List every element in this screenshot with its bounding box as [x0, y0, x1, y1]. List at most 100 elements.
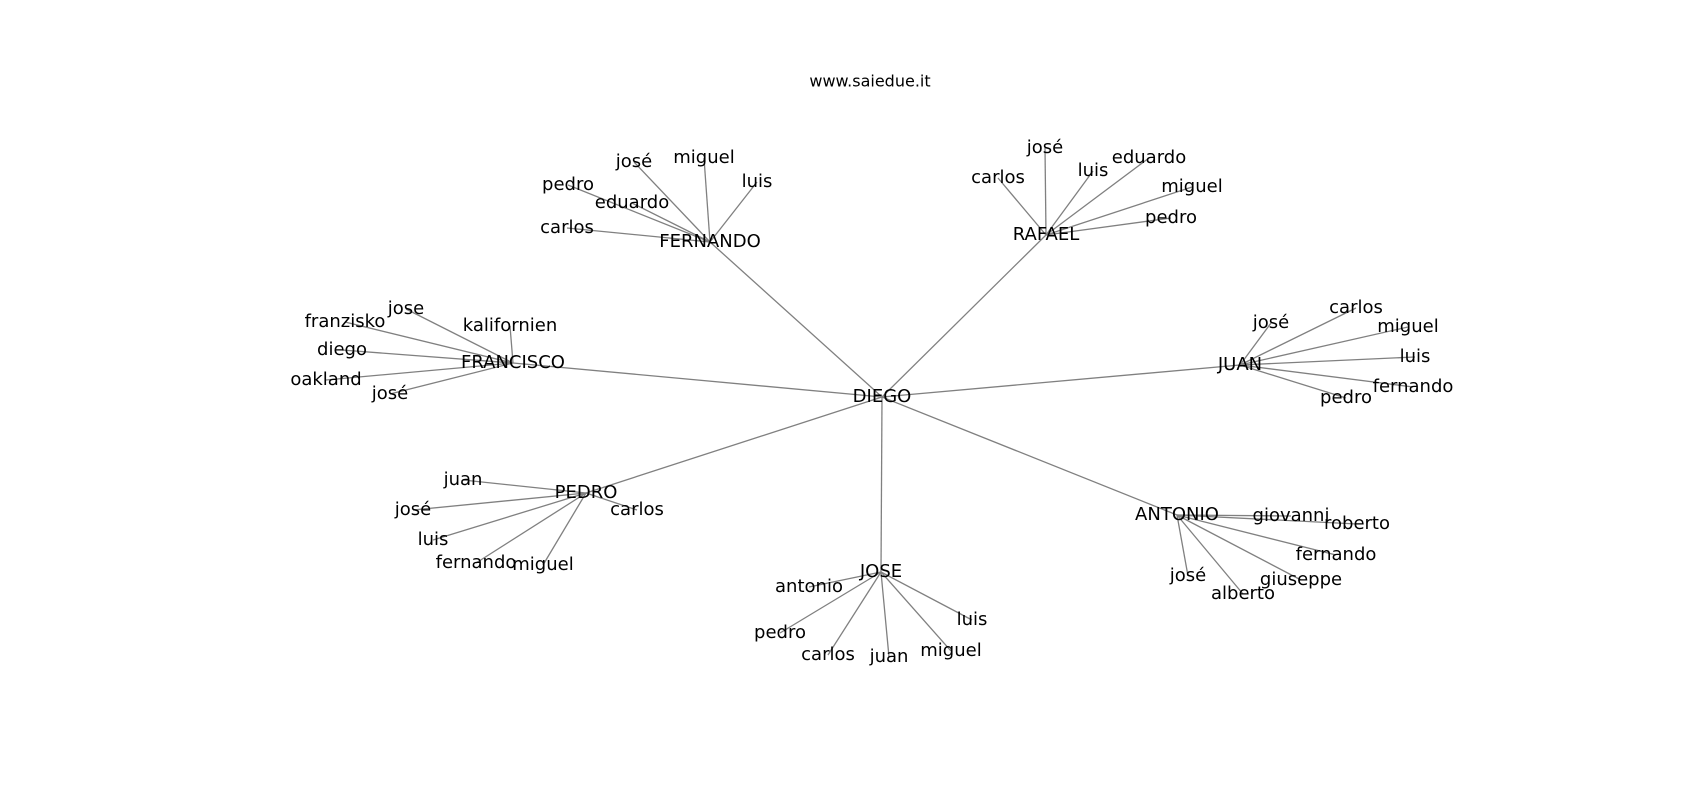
leaf-node-label: juan: [869, 646, 909, 667]
leaf-node-label: pedro: [754, 622, 806, 643]
leaf-node-label: josé: [1026, 137, 1063, 158]
edge-francisco-child: [325, 362, 514, 381]
edge-pedro-child: [462, 479, 587, 494]
leaf-node-label: luis: [957, 609, 988, 630]
edge-root-juan: [881, 364, 1241, 398]
leaf-node-label: pedro: [1320, 387, 1372, 408]
edge-antonio-child: [1176, 514, 1358, 525]
edge-jose-child: [880, 571, 973, 621]
leaf-node-label: eduardo: [595, 192, 669, 213]
leaf-node-label: juan: [443, 469, 483, 490]
graph-title: www.saiedue.it: [809, 72, 930, 91]
edge-antonio-child: [1176, 514, 1292, 517]
edge-rafael-child: [1045, 217, 1172, 236]
leaf-node-label: oakland: [290, 369, 361, 390]
hub-node-label: FERNANDO: [659, 231, 761, 252]
edge-root-fernando: [709, 241, 883, 398]
leaf-node-label: luis: [1078, 160, 1109, 181]
leaf-node-label: luis: [418, 529, 449, 550]
leaf-node-label: miguel: [920, 640, 981, 661]
leaf-node-label: giuseppe: [1260, 569, 1342, 590]
edge-francisco-child: [341, 349, 514, 364]
edge-rafael-child: [1045, 170, 1094, 236]
leaf-node-label: carlos: [610, 499, 664, 520]
edge-rafael-child: [997, 177, 1047, 236]
hub-node-label: RAFAEL: [1013, 224, 1080, 245]
edge-pedro-child: [432, 492, 587, 541]
edge-pedro-child: [475, 492, 587, 564]
edge-fernando-child: [567, 184, 711, 243]
edge-root-francisco: [512, 362, 883, 398]
hub-node-label: JUAN: [1217, 354, 1262, 375]
leaf-node-label: jose: [387, 298, 424, 319]
edge-francisco-child: [344, 321, 514, 364]
leaf-node-label: pedro: [542, 174, 594, 195]
leaf-node-label: carlos: [971, 167, 1025, 188]
leaf-node-label: miguel: [1161, 176, 1222, 197]
leaf-node-label: pedro: [1145, 207, 1197, 228]
leaf-node-label: antonio: [775, 576, 843, 597]
edge-jose-child: [779, 571, 882, 634]
leaf-node-label: miguel: [512, 554, 573, 575]
edge-juan-child: [1239, 326, 1409, 366]
root-node-label: DIEGO: [853, 386, 912, 407]
edge-francisco-child: [509, 325, 514, 364]
leaf-node-label: alberto: [1211, 583, 1275, 604]
edge-juan-child: [1239, 307, 1357, 366]
leaf-node-label: miguel: [673, 147, 734, 168]
leaf-node-label: luis: [1400, 346, 1431, 367]
leaf-node-label: fernando: [436, 552, 517, 573]
leaf-node-label: giovanni: [1253, 505, 1330, 526]
edge-rafael-child: [1044, 147, 1047, 236]
edge-jose-child: [880, 571, 952, 652]
edge-juan-child: [1239, 356, 1416, 366]
leaf-node-label: josé: [1252, 312, 1289, 333]
edge-pedro-child: [585, 492, 638, 511]
edge-rafael-child: [1045, 157, 1150, 236]
edge-fernando-child: [566, 227, 711, 243]
edge-jose-child: [808, 571, 882, 588]
leaf-node-label: luis: [742, 171, 773, 192]
edge-jose-child: [827, 571, 882, 656]
leaf-node-label: kalifornien: [463, 315, 557, 336]
edge-antonio-child: [1176, 514, 1189, 577]
leaf-node-label: josé: [1169, 565, 1206, 586]
edge-fernando-child: [631, 202, 711, 243]
leaf-node-label: diego: [317, 339, 367, 360]
hub-node-label: PEDRO: [555, 482, 618, 503]
edge-juan-child: [1239, 364, 1414, 388]
edge-juan-child: [1239, 364, 1347, 399]
edge-antonio-child: [1176, 514, 1244, 595]
edge-root-rafael: [881, 234, 1047, 398]
hub-node-label: JOSE: [859, 561, 902, 582]
edge-francisco-child: [389, 362, 514, 395]
leaf-node-label: fernando: [1296, 544, 1377, 565]
edge-root-jose: [880, 396, 883, 573]
leaf-node-label: miguel: [1377, 316, 1438, 337]
edge-root-pedro: [585, 396, 883, 494]
edge-pedro-child: [412, 492, 587, 511]
edge-jose-child: [880, 571, 890, 658]
leaf-node-label: eduardo: [1112, 147, 1186, 168]
leaf-node-label: josé: [615, 151, 652, 172]
leaf-node-label: josé: [371, 383, 408, 404]
edge-fernando-child: [703, 157, 711, 243]
edge-pedro-child: [542, 492, 587, 566]
edge-antonio-child: [1176, 514, 1302, 581]
leaf-node-label: fernando: [1373, 376, 1454, 397]
edge-francisco-child: [405, 308, 514, 364]
edge-antonio-child: [1176, 514, 1337, 556]
hub-node-label: ANTONIO: [1135, 504, 1219, 525]
leaf-node-label: josé: [394, 499, 431, 520]
leaf-node-label: carlos: [1329, 297, 1383, 318]
edges-layer: [325, 147, 1416, 658]
leaf-node-label: franzisko: [305, 311, 386, 332]
hub-node-label: FRANCISCO: [461, 352, 565, 373]
edge-juan-child: [1239, 322, 1272, 366]
edge-fernando-child: [709, 181, 758, 243]
leaf-node-label: carlos: [540, 217, 594, 238]
leaf-node-label: roberto: [1324, 513, 1390, 534]
leaf-node-label: carlos: [801, 644, 855, 665]
